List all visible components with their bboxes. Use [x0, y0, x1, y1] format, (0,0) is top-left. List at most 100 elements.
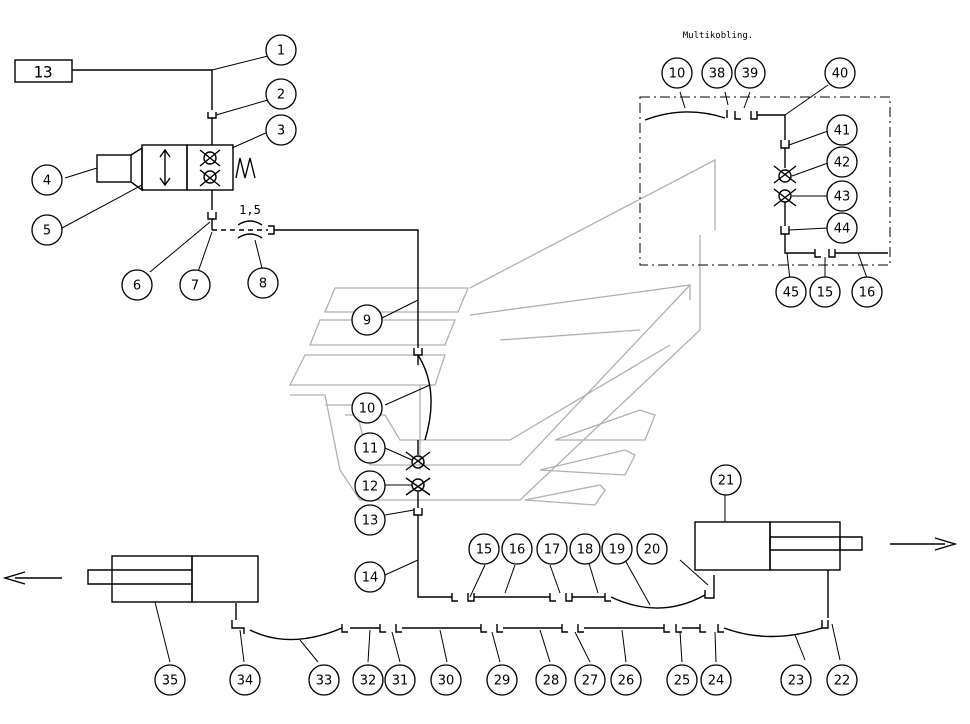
- callout-33: 33: [308, 664, 340, 696]
- check-valves: [405, 440, 431, 496]
- svg-text:20: 20: [644, 543, 661, 558]
- svg-text:45: 45: [783, 286, 800, 301]
- callout-9: 9: [351, 304, 383, 336]
- svg-text:27: 27: [582, 674, 599, 689]
- callout-5: 5: [31, 214, 63, 246]
- svg-text:2: 2: [277, 88, 285, 103]
- svg-text:15: 15: [817, 286, 834, 301]
- solenoid-valve: [96, 144, 256, 192]
- callout-17: 17: [536, 533, 568, 565]
- svg-text:24: 24: [708, 674, 725, 689]
- pressure-source-box: 13: [14, 59, 73, 83]
- callout-45: 45: [775, 276, 807, 308]
- svg-text:28: 28: [543, 674, 560, 689]
- callout-14: 14: [354, 561, 386, 593]
- callout-22: 22: [826, 664, 858, 696]
- callout-15: 15: [468, 533, 500, 565]
- callout-8: 8: [247, 267, 279, 299]
- svg-text:10: 10: [359, 402, 376, 417]
- svg-text:43: 43: [834, 190, 851, 205]
- callout-16: 16: [851, 276, 883, 308]
- callout-39: 39: [734, 57, 766, 89]
- callout-20: 20: [636, 533, 668, 565]
- svg-text:39: 39: [742, 67, 759, 82]
- callout-4: 4: [31, 164, 63, 196]
- svg-text:18: 18: [577, 543, 594, 558]
- svg-text:15: 15: [476, 543, 493, 558]
- main-line: [274, 229, 419, 348]
- left-arrow-icon: [2, 571, 26, 585]
- callout-40: 40: [824, 57, 856, 89]
- svg-text:23: 23: [788, 674, 805, 689]
- svg-text:30: 30: [438, 674, 455, 689]
- callout-38: 38: [701, 57, 733, 89]
- svg-text:33: 33: [316, 674, 333, 689]
- callout-31: 31: [384, 664, 416, 696]
- fitting-2: [207, 112, 217, 119]
- svg-text:34: 34: [237, 674, 254, 689]
- callout-6: 6: [121, 269, 153, 301]
- svg-text:40: 40: [832, 67, 849, 82]
- callout-41: 41: [826, 114, 858, 146]
- callout-11: 11: [354, 432, 386, 464]
- svg-text:41: 41: [834, 124, 851, 139]
- cylinder-21: [694, 521, 863, 571]
- svg-text:21: 21: [718, 474, 735, 489]
- svg-text:5: 5: [43, 224, 51, 239]
- svg-text:35: 35: [162, 674, 179, 689]
- watermark-logo: [288, 158, 716, 506]
- svg-text:29: 29: [494, 674, 511, 689]
- svg-text:26: 26: [618, 674, 635, 689]
- svg-text:38: 38: [709, 67, 726, 82]
- callout-7: 7: [179, 269, 211, 301]
- callout-2: 2: [265, 78, 297, 110]
- callout-42: 42: [826, 146, 858, 178]
- right-arrow-icon: [934, 537, 958, 551]
- svg-text:19: 19: [609, 543, 626, 558]
- callout-26: 26: [610, 664, 642, 696]
- callout-13: 13: [354, 504, 386, 536]
- svg-text:16: 16: [859, 286, 876, 301]
- callout-35: 35: [154, 664, 186, 696]
- svg-text:32: 32: [360, 674, 377, 689]
- box-label: 13: [33, 63, 52, 82]
- callout-1: 1: [265, 34, 297, 66]
- callout-44: 44: [826, 212, 858, 244]
- svg-text:12: 12: [362, 480, 379, 495]
- callout-28: 28: [535, 664, 567, 696]
- orifice-label: 1,5: [239, 203, 261, 217]
- cylinder-35: [87, 555, 259, 603]
- svg-text:7: 7: [191, 279, 199, 294]
- svg-text:8: 8: [259, 277, 267, 292]
- svg-text:16: 16: [509, 543, 526, 558]
- svg-text:9: 9: [363, 314, 371, 329]
- svg-text:25: 25: [674, 674, 691, 689]
- svg-text:6: 6: [133, 279, 141, 294]
- svg-text:14: 14: [362, 571, 379, 586]
- callout-12: 12: [354, 470, 386, 502]
- callout-10: 10: [351, 392, 383, 424]
- svg-text:31: 31: [392, 674, 409, 689]
- svg-text:42: 42: [834, 156, 851, 171]
- svg-text:1: 1: [277, 44, 285, 59]
- callout-23: 23: [780, 664, 812, 696]
- callout-19: 19: [601, 533, 633, 565]
- svg-text:44: 44: [834, 222, 851, 237]
- svg-text:4: 4: [43, 174, 51, 189]
- callout-34: 34: [229, 664, 261, 696]
- callout-30: 30: [430, 664, 462, 696]
- svg-text:13: 13: [362, 514, 379, 529]
- svg-text:10: 10: [669, 67, 686, 82]
- callout-21: 21: [710, 464, 742, 496]
- svg-text:22: 22: [834, 674, 851, 689]
- callout-27: 27: [574, 664, 606, 696]
- callout-3: 3: [265, 114, 297, 146]
- callout-18: 18: [569, 533, 601, 565]
- callout-25: 25: [666, 664, 698, 696]
- supply-line: [72, 69, 213, 110]
- callout-10: 10: [661, 57, 693, 89]
- callout-32: 32: [352, 664, 384, 696]
